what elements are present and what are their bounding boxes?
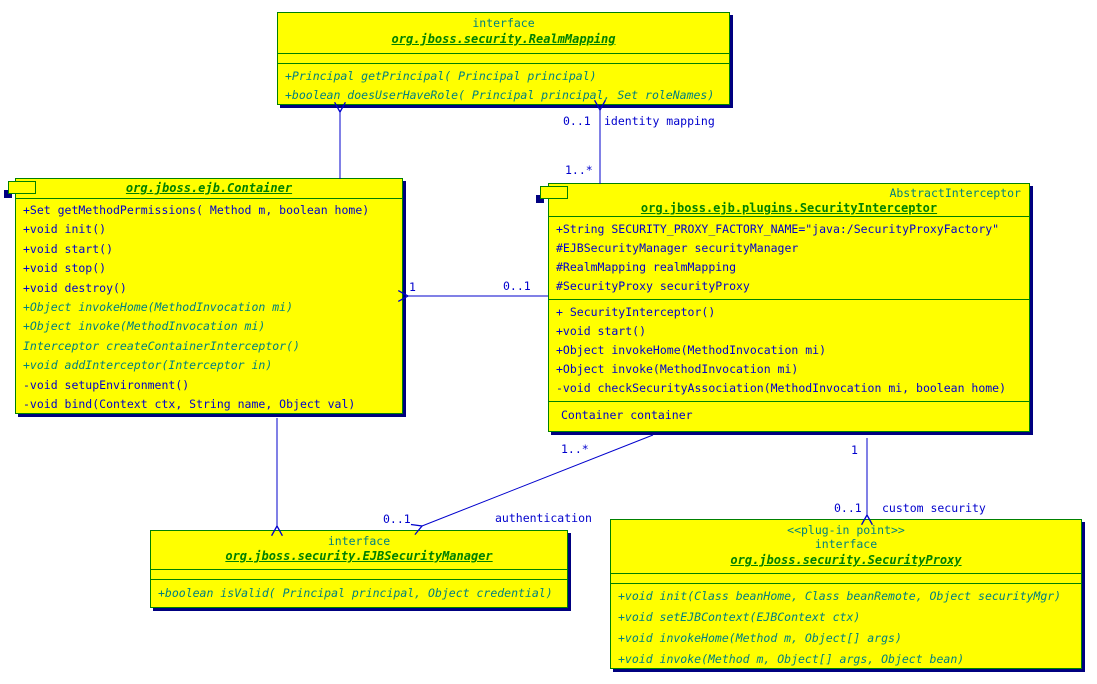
method-row: +boolean isValid( Principal principal, O… xyxy=(158,586,553,600)
method-row: +void start() xyxy=(23,241,114,256)
ejbsecuritymanager-class-name: org.jboss.security.EJBSecurityManager xyxy=(225,549,493,563)
association-name-identity-mapping: identity mapping xyxy=(604,114,715,128)
association-name-authentication: authentication xyxy=(495,511,592,525)
multiplicity-label: 1 xyxy=(851,443,858,457)
method-row: +Object invoke(MethodInvocation mi) xyxy=(556,362,799,376)
class-box-realmmapping[interactable]: interface org.jboss.security.RealmMappin… xyxy=(277,12,730,105)
method-row: +Object invokeHome(MethodInvocation mi) xyxy=(556,343,827,357)
securityproxy-stereotype: <<plug-in point>> xyxy=(787,523,905,537)
class-box-securityinterceptor[interactable]: AbstractInterceptor org.jboss.ejb.plugin… xyxy=(548,183,1030,432)
compartment-separator xyxy=(549,299,1029,300)
method-row: +void start() xyxy=(556,324,647,338)
method-row: +boolean doesUserHaveRole( Principal pri… xyxy=(285,88,715,102)
method-row: +void invoke(Method m, Object[] args, Ob… xyxy=(618,652,965,666)
securityproxy-class-name: org.jboss.security.SecurityProxy xyxy=(730,553,962,567)
method-row: +void destroy() xyxy=(23,280,127,295)
multiplicity-label: 1 xyxy=(409,280,416,294)
method-row: +Object invoke(MethodInvocation mi) xyxy=(23,319,266,334)
method-row: +void init() xyxy=(23,222,107,237)
compartment-separator xyxy=(151,569,567,570)
compartment-separator xyxy=(278,63,729,64)
compartment-separator xyxy=(16,198,402,199)
class-box-securityproxy[interactable]: <<plug-in point>> interface org.jboss.se… xyxy=(610,519,1082,669)
multiplicity-label: 0..1 xyxy=(383,512,411,526)
attribute-row: #SecurityProxy securityProxy xyxy=(556,279,750,293)
compartment-separator xyxy=(151,579,567,580)
class-box-ejbsecuritymanager[interactable]: interface org.jboss.security.EJBSecurity… xyxy=(150,530,568,608)
multiplicity-label: 0..1 xyxy=(503,279,531,293)
class-icon xyxy=(540,186,568,199)
method-row: +void stop() xyxy=(23,261,107,276)
container-class-name: org.jboss.ejb.Container xyxy=(125,181,293,195)
method-row: +void addInterceptor(Interceptor in) xyxy=(23,358,273,373)
compartment-separator xyxy=(278,53,729,54)
class-icon xyxy=(8,181,36,194)
class-box-container[interactable]: org.jboss.ejb.Container +Set getMethodPe… xyxy=(15,178,403,414)
realmmapping-class-name: org.jboss.security.RealmMapping xyxy=(391,32,616,46)
multiplicity-label: 0..1 xyxy=(834,501,862,515)
multiplicity-label: 1..* xyxy=(565,163,593,177)
method-row: +Principal getPrincipal( Principal princ… xyxy=(285,69,597,83)
method-row: +void setEJBContext(EJBContext ctx) xyxy=(618,610,861,624)
method-row: +void init(Class beanHome, Class beanRem… xyxy=(618,589,1062,603)
attribute-row: +String SECURITY_PROXY_FACTORY_NAME="jav… xyxy=(556,222,1000,236)
reference-row: Container container xyxy=(561,408,693,422)
attribute-row: #EJBSecurityManager securityManager xyxy=(556,241,799,255)
ejbsecuritymanager-kind-label: interface xyxy=(327,534,391,548)
method-row: +void invokeHome(Method m, Object[] args… xyxy=(618,631,902,645)
method-row: + SecurityInterceptor() xyxy=(556,305,716,319)
multiplicity-label: 0..1 xyxy=(563,114,591,128)
interceptor-superclass-label: AbstractInterceptor xyxy=(889,186,1021,200)
compartment-separator xyxy=(611,583,1081,584)
securityproxy-kind-label: interface xyxy=(814,537,878,551)
compartment-separator xyxy=(611,573,1081,574)
method-row: +Set getMethodPermissions( Method m, boo… xyxy=(23,203,370,217)
association-name-custom-security: custom security xyxy=(882,501,986,515)
edge-interceptor-ejbsecuritymanager[interactable] xyxy=(410,434,654,536)
method-row: -void setupEnvironment() xyxy=(23,377,190,392)
attribute-row: #RealmMapping realmMapping xyxy=(556,260,737,274)
method-row: +Object invokeHome(MethodInvocation mi) xyxy=(23,300,294,315)
method-row: -void checkSecurityAssociation(MethodInv… xyxy=(556,381,1007,395)
realmmapping-kind-label: interface xyxy=(472,16,535,30)
class-icon-shadow xyxy=(4,190,12,198)
class-icon-shadow xyxy=(536,195,544,203)
compartment-separator xyxy=(549,216,1029,217)
compartment-separator xyxy=(549,401,1029,402)
multiplicity-label: 1..* xyxy=(561,442,589,456)
method-row: Interceptor createContainerInterceptor() xyxy=(23,338,300,353)
interceptor-class-name: org.jboss.ejb.plugins.SecurityIntercepto… xyxy=(640,201,938,215)
method-row: -void bind(Context ctx, String name, Obj… xyxy=(23,397,356,412)
